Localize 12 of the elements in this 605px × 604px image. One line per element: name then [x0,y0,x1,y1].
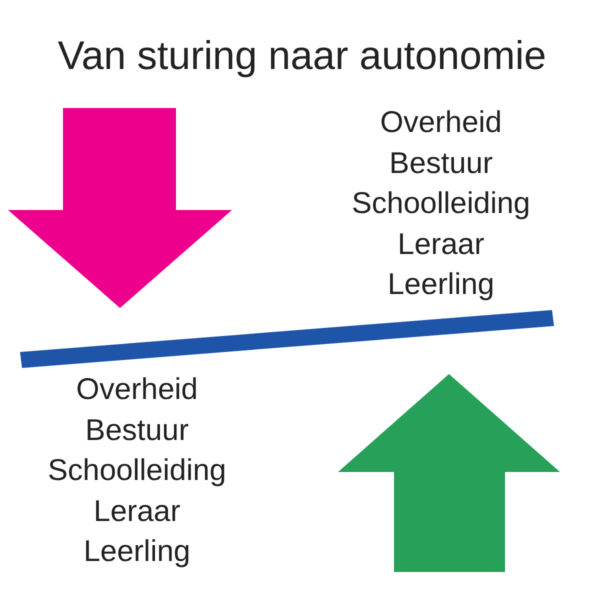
label-text: Leerling [84,537,190,567]
label-text: Overheid [76,375,198,405]
title: Van sturing naar autonomie [58,36,546,76]
label-text: Overheid [380,108,502,138]
label-text: Bestuur [389,148,493,178]
label-text: Leraar [398,230,484,260]
label-text: Leraar [94,496,180,526]
label-text: Bestuur [85,416,189,446]
label-text: Leerling [388,270,494,300]
balance-beam [20,310,554,368]
label-text: Schoolleiding [352,189,530,219]
label-text: Schoolleiding [48,456,226,486]
